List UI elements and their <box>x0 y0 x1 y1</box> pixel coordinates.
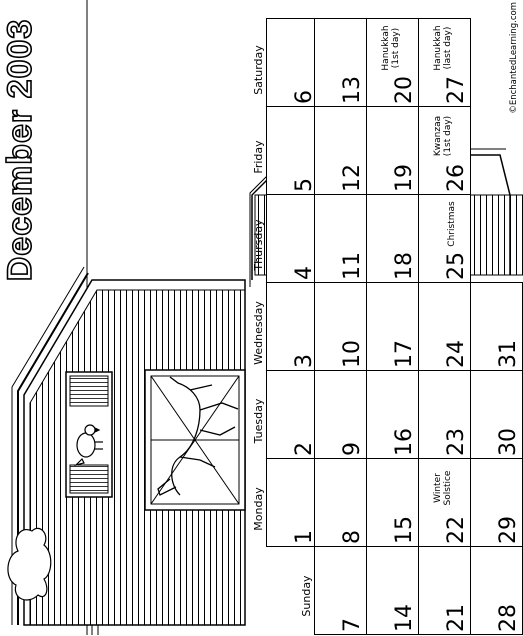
chicken-icon <box>74 424 103 467</box>
day-number: 16 <box>392 428 417 456</box>
day-cell: 18 <box>366 194 419 283</box>
day-cell: 31 <box>470 282 523 371</box>
day-cell: 13 <box>314 18 367 107</box>
day-number: 22 <box>444 516 469 544</box>
day-cell: 2 <box>266 370 319 459</box>
day-cell: 8 <box>314 458 367 547</box>
weekday-header-thursday: Thursday <box>252 219 265 271</box>
day-cell: 27 Hanukkah(last day) <box>418 18 471 107</box>
day-cell: 12 <box>314 106 367 195</box>
weekday-header-friday: Friday <box>252 140 265 174</box>
page-title: December 2003 <box>0 18 40 282</box>
holiday-label: Hanukkah(1st day) <box>381 25 401 71</box>
day-cell: 19 <box>366 106 419 195</box>
day-cell: 29 <box>470 458 523 547</box>
day-cell: 24 <box>418 282 471 371</box>
day-cell: 9 <box>314 370 367 459</box>
day-cell: 14 <box>366 546 419 635</box>
day-cell: 15 <box>366 458 419 547</box>
horse-icon <box>157 376 239 496</box>
day-number: 15 <box>392 516 417 544</box>
fence <box>91 625 99 635</box>
day-cell: 20 Hanukkah(1st day) <box>366 18 419 107</box>
day-number: 27 <box>444 76 469 104</box>
holiday-label: Hanukkah(last day) <box>433 25 453 71</box>
day-number: 13 <box>340 76 365 104</box>
holiday-label: Kwanzaa(1st day) <box>433 115 453 157</box>
day-number: 14 <box>392 604 417 632</box>
day-cell: 7 <box>314 546 367 635</box>
day-number: 8 <box>340 530 365 544</box>
day-cell: 26 Kwanzaa(1st day) <box>418 106 471 195</box>
day-cell: 6 <box>266 18 319 107</box>
day-cell: 16 <box>366 370 419 459</box>
day-number: 7 <box>340 618 365 632</box>
day-number: 26 <box>444 164 469 192</box>
day-cell: 4 <box>266 194 319 283</box>
day-number: 30 <box>496 428 521 456</box>
day-number: 21 <box>444 604 469 632</box>
day-cell: 25 Christmas <box>418 194 471 283</box>
large-barn <box>11 266 246 635</box>
day-number: 29 <box>496 516 521 544</box>
day-number: 11 <box>340 252 365 280</box>
cloud-icon <box>7 527 52 601</box>
day-number: 24 <box>444 340 469 368</box>
day-number: 28 <box>496 604 521 632</box>
day-number: 9 <box>340 442 365 456</box>
day-number: 20 <box>392 76 417 104</box>
weekday-header-monday: Monday <box>252 487 265 531</box>
weekday-header-wednesday: Wednesday <box>252 301 265 365</box>
day-cell: 23 <box>418 370 471 459</box>
day-cell: 5 <box>266 106 319 195</box>
day-number: 31 <box>496 340 521 368</box>
weekday-header-saturday: Saturday <box>252 45 265 95</box>
day-cell: 28 <box>470 546 523 635</box>
day-number: 25 <box>444 252 469 280</box>
day-cell: 1 <box>266 458 319 547</box>
weekday-header-tuesday: Tuesday <box>252 398 265 444</box>
day-cell: 30 <box>470 370 523 459</box>
day-number: 18 <box>392 252 417 280</box>
day-cell: 21 <box>418 546 471 635</box>
day-number: 23 <box>444 428 469 456</box>
copyright-credit: ©EnchantedLearning.com <box>509 2 519 114</box>
holiday-label: Christmas <box>447 201 457 247</box>
day-number: 12 <box>340 164 365 192</box>
day-cell: 11 <box>314 194 367 283</box>
weekday-header-sunday: Sunday <box>300 575 313 617</box>
day-cell: 10 <box>314 282 367 371</box>
day-number: 17 <box>392 340 417 368</box>
day-cell: 3 <box>266 282 319 371</box>
day-number: 10 <box>340 340 365 368</box>
day-number: 19 <box>392 164 417 192</box>
day-cell: 17 <box>366 282 419 371</box>
